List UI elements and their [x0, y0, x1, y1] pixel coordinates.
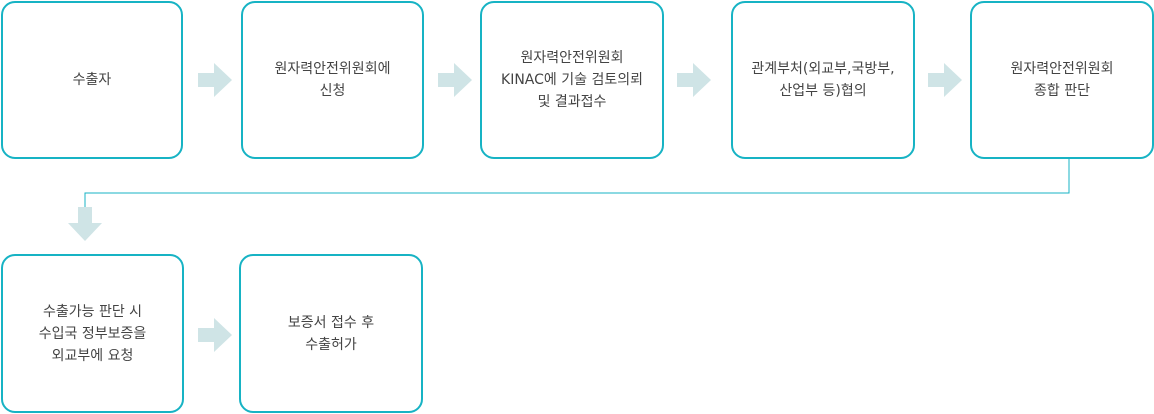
step-2-apply-nssc: 원자력안전위원회에 신청 — [241, 1, 424, 159]
step-6-request-guarantee: 수출가능 판단 시 수입국 정부보증을 외교부에 요청 — [1, 254, 184, 413]
step-4-line-2: 산업부 등)협의 — [779, 83, 867, 99]
step-3-line-1: 원자력안전위원회 — [520, 50, 624, 66]
step-7-line-1: 보증서 접수 후 — [287, 314, 375, 331]
right-arrow-icon — [438, 63, 472, 97]
step-1-exporter: 수출자 — [1, 1, 183, 159]
step-2-line-1: 원자력안전위원회에 — [274, 61, 391, 77]
step-5-final-decision: 원자력안전위원회 종합 판단 — [970, 1, 1154, 159]
step-6-line-1: 수출가능 판단 시 — [42, 303, 143, 320]
step-3-line-3: 및 결과접수 — [537, 94, 607, 110]
step-3-kinac-review: 원자력안전위원회 KINAC에 기술 검토의뢰 및 결과접수 — [480, 1, 664, 159]
down-arrow-icon — [68, 207, 102, 241]
right-arrow-icon — [198, 318, 232, 352]
step-6-line-3: 외교부에 요청 — [51, 347, 134, 364]
right-arrow-icon — [677, 63, 711, 97]
right-arrow-icon — [198, 63, 232, 97]
step-4-line-1: 관계부처(외교부,국방부, — [751, 61, 895, 77]
step-6-line-2: 수입국 정부보증을 — [38, 325, 147, 342]
step-4-ministry-consult: 관계부처(외교부,국방부, 산업부 등)협의 — [731, 1, 915, 159]
step-2-line-2: 신청 — [319, 83, 346, 99]
step-1-line-1: 수출자 — [72, 72, 112, 88]
step-3-line-2: KINAC에 기술 검토의뢰 — [501, 72, 643, 88]
step-5-line-1: 원자력안전위원회 — [1010, 61, 1114, 77]
right-arrow-icon — [928, 63, 962, 97]
step-7-export-license: 보증서 접수 후 수출허가 — [239, 254, 423, 413]
step-5-line-2: 종합 판단 — [1034, 83, 1090, 99]
step-7-line-2: 수출허가 — [305, 336, 357, 353]
